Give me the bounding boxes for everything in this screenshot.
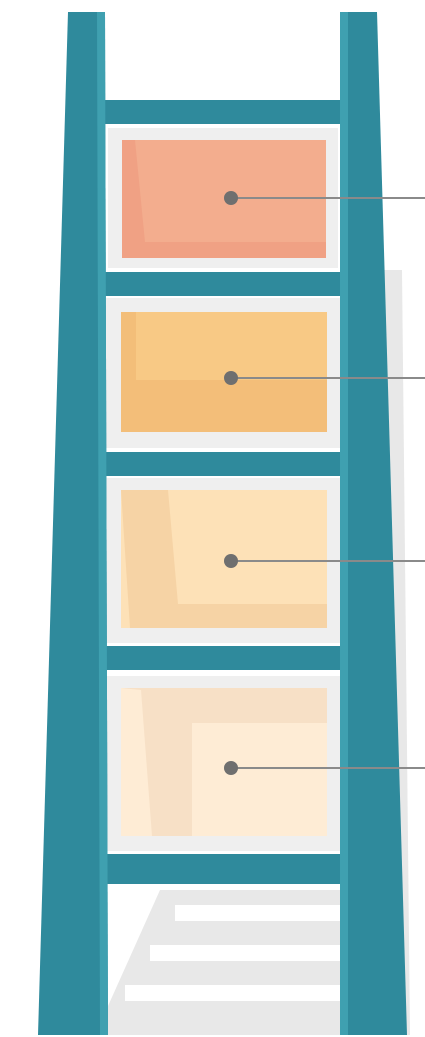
step-panel-3 — [121, 490, 327, 628]
shadow-rung — [150, 945, 345, 961]
shadow-rung — [125, 985, 345, 1001]
step-2-marker-dot — [224, 371, 238, 385]
step-panel-2 — [121, 312, 327, 432]
ladder-rung — [90, 854, 360, 884]
ladder-rung — [96, 452, 352, 476]
step-1-marker-dot — [224, 191, 238, 205]
ladder-rung — [94, 646, 356, 670]
step-3-marker-dot — [224, 554, 238, 568]
right-rail-highlight — [340, 12, 348, 1035]
ladder-rung — [100, 100, 348, 124]
step-panel-4 — [121, 688, 327, 836]
step-4-marker-dot — [224, 761, 238, 775]
ladder-rung — [98, 272, 350, 296]
shadow-rung — [175, 905, 345, 921]
